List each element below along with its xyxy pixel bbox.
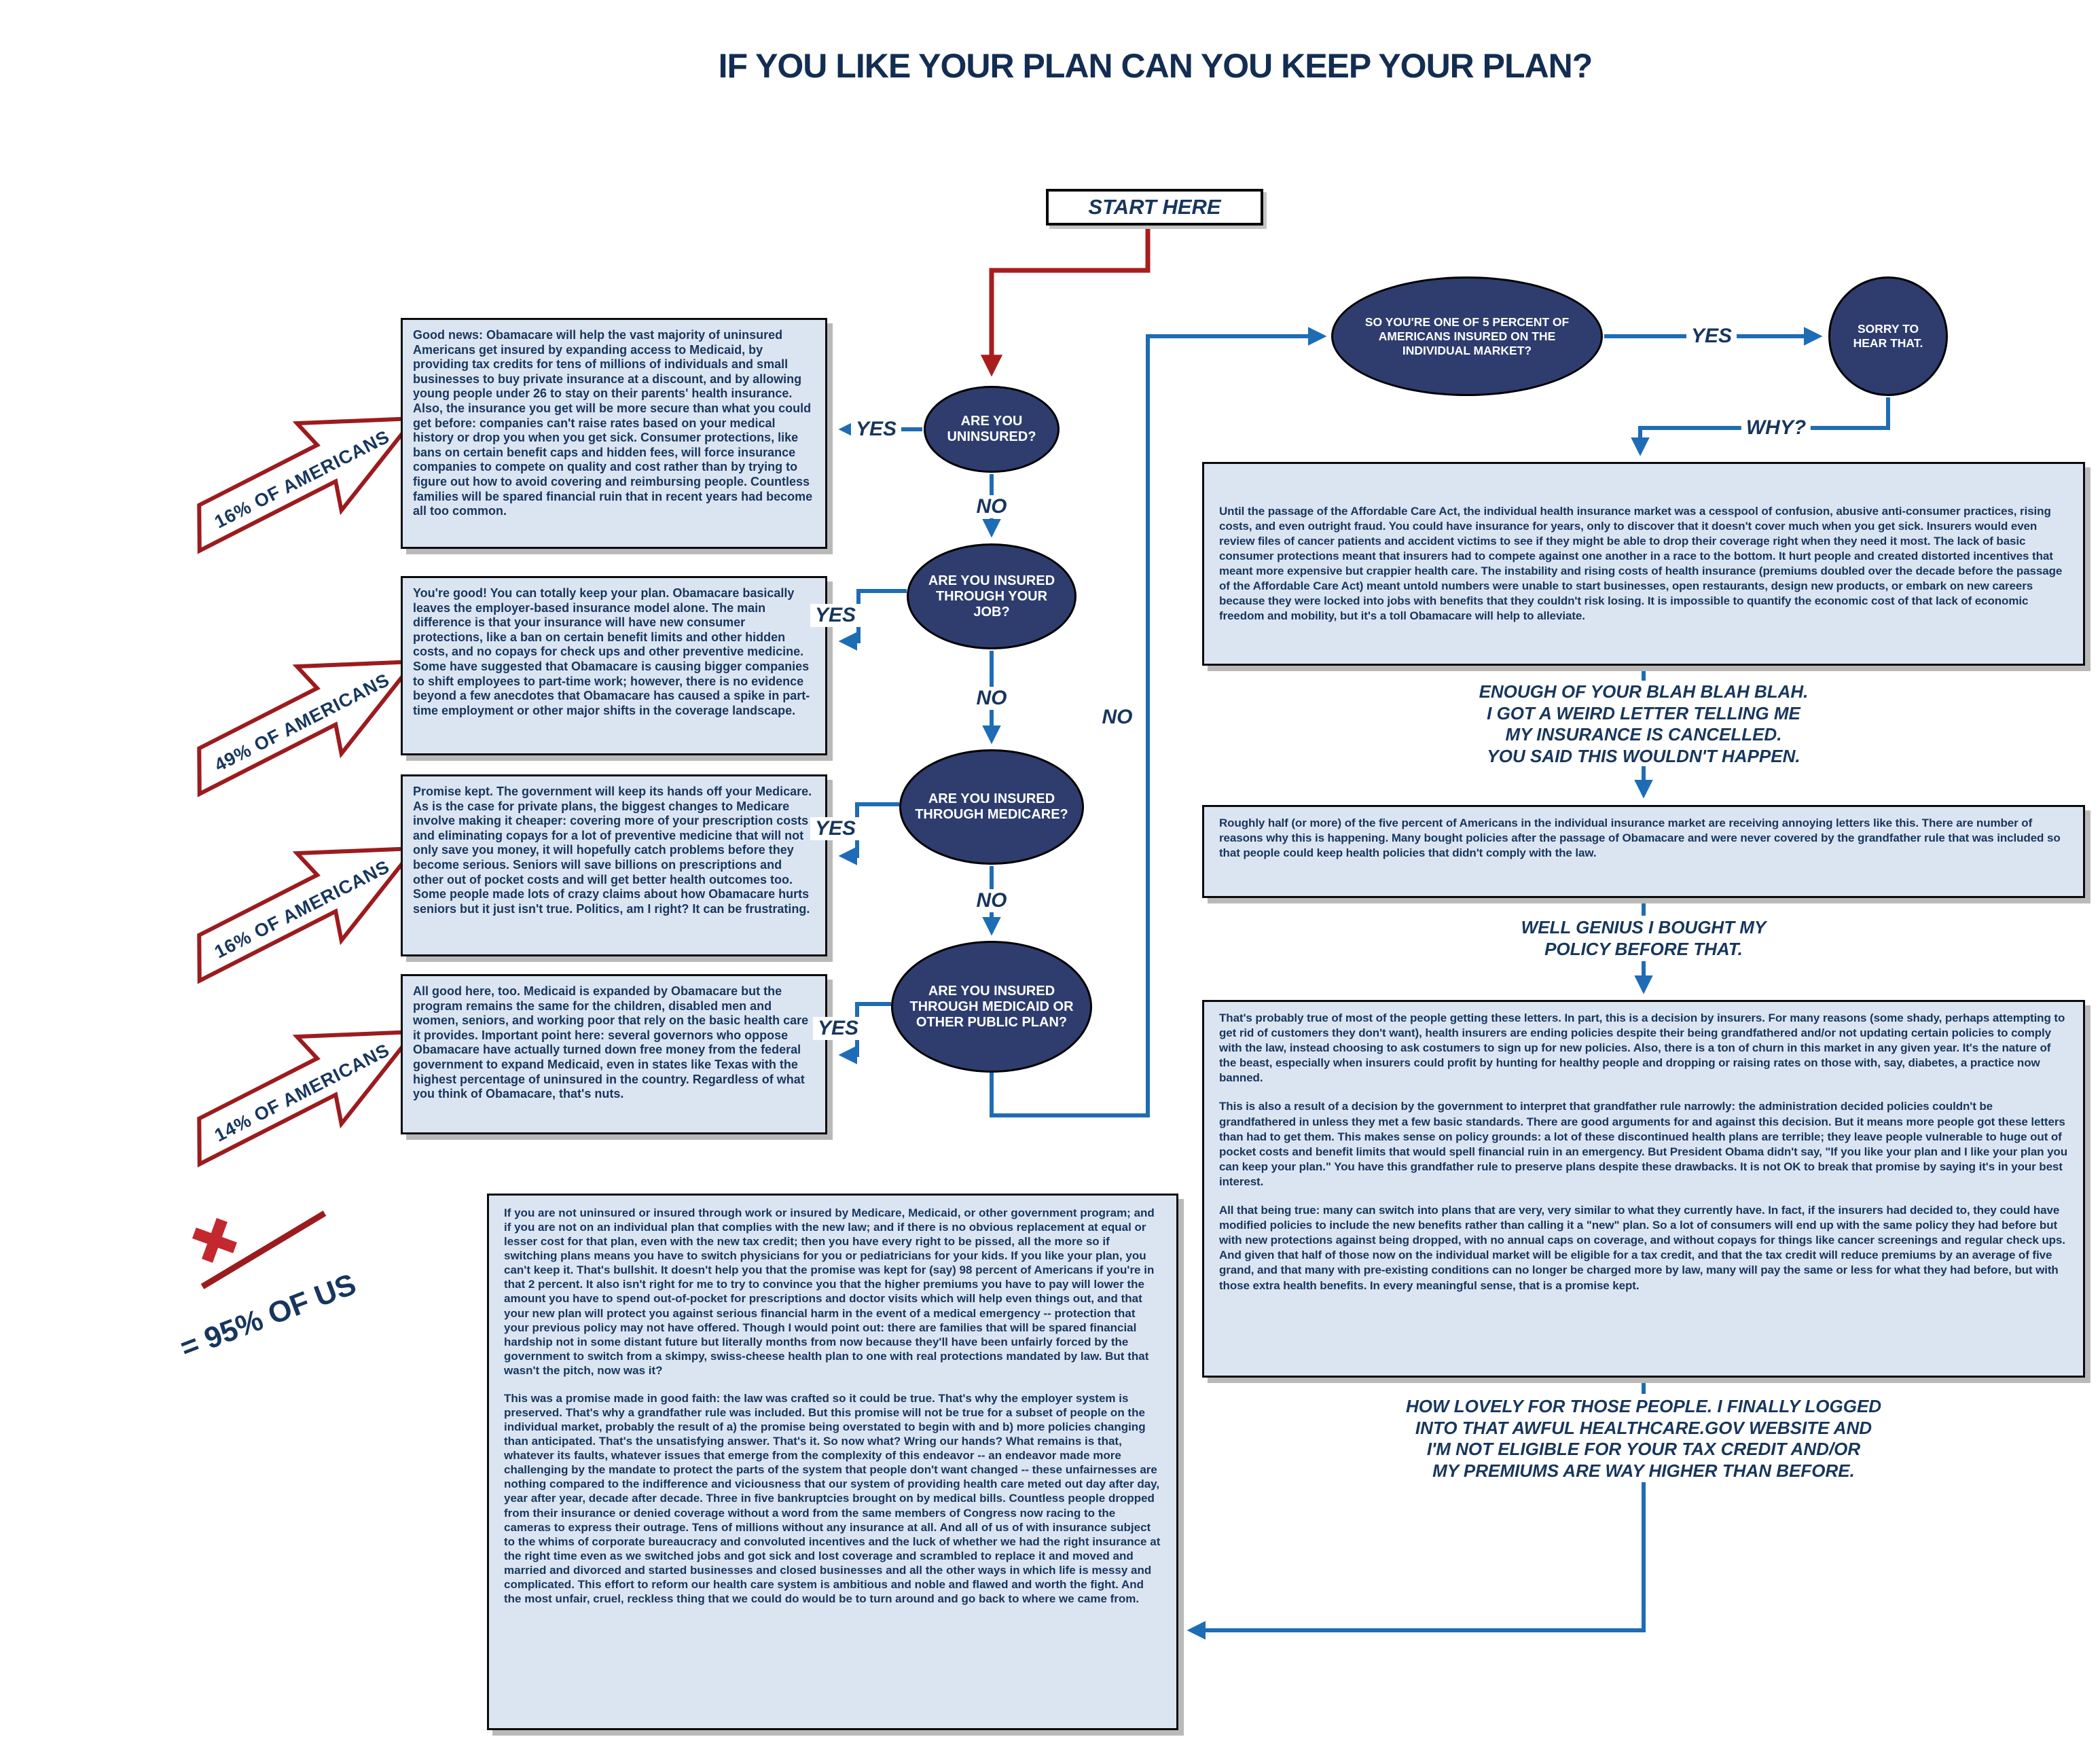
dialogue-enough-line-3: MY INSURANCE IS CANCELLED. <box>1505 724 1782 745</box>
label-yes-4: YES <box>812 1017 864 1040</box>
summary-box: If you are not uninsured or insured thro… <box>487 1194 1178 1730</box>
percent-arrow-3-shape <box>197 846 419 984</box>
dialogue-lovely-line-3: I'M NOT ELIGIBLE FOR YOUR TAX CREDIT AND… <box>1426 1439 1861 1460</box>
answer-box-cancellation-letters: Roughly half (or more) of the five perce… <box>1202 805 2085 898</box>
percent-arrow-4-shape <box>197 1029 419 1168</box>
start-here-box: START HERE <box>1046 189 1263 226</box>
answer-box-individual-market: Until the passage of the Affordable Care… <box>1202 462 2085 666</box>
dialogue-enough-line-1: ENOUGH OF YOUR BLAH BLAH BLAH. <box>1479 681 1809 702</box>
dialogue-enough: ENOUGH OF YOUR BLAH BLAH BLAH. I GOT A W… <box>1290 681 1997 768</box>
blue-connectors <box>838 327 1890 1640</box>
summary-paragraph-2: This was a promise made in good faith: t… <box>504 1391 1161 1606</box>
dialogue-well-genius: WELL GENIUS I BOUGHT MY POLICY BEFORE TH… <box>1290 917 1997 960</box>
grandfather-paragraph-3: All that being true: many can switch int… <box>1219 1204 2065 1292</box>
dialogue-genius-line-2: POLICY BEFORE THAT. <box>1544 938 1743 959</box>
label-no-2: NO <box>971 687 1012 710</box>
label-why: WHY? <box>1741 416 1811 440</box>
oval-individual-market: SO YOU'RE ONE OF 5 PERCENT OF AMERICANS … <box>1331 276 1603 396</box>
oval-uninsured: ARE YOU UNINSURED? <box>924 386 1060 473</box>
label-no-3: NO <box>971 889 1012 912</box>
grandfather-paragraph-2: This is also a result of a decision by t… <box>1219 1100 2067 1188</box>
summary-paragraph-1: If you are not uninsured or insured thro… <box>504 1206 1155 1377</box>
answer-box-medicaid: All good here, too. Medicaid is expanded… <box>401 974 827 1134</box>
answer-box-medicare: Promise kept. The government will keep i… <box>401 774 827 956</box>
label-no-1: NO <box>971 495 1012 518</box>
oval-medicare-label: ARE YOU INSURED THROUGH MEDICARE? <box>915 791 1068 822</box>
dialogue-genius-line-1: WELL GENIUS I BOUGHT MY <box>1521 917 1767 937</box>
dialogue-enough-line-4: YOU SAID THIS WOULDN'T HAPPEN. <box>1487 746 1800 767</box>
label-yes-5: YES <box>1686 325 1737 348</box>
oval-medicare: ARE YOU INSURED THROUGH MEDICARE? <box>899 749 1084 865</box>
lovely-to-bottom-connector <box>1187 1482 1646 1640</box>
dialogue-enough-line-2: I GOT A WEIRD LETTER TELLING ME <box>1487 702 1800 723</box>
label-yes-1: YES <box>850 418 902 441</box>
dialogue-lovely-line-1: HOW LOVELY FOR THOSE PEOPLE. I FINALLY L… <box>1405 1396 1882 1416</box>
start-connector <box>980 226 1151 377</box>
plus-icon <box>192 1218 237 1263</box>
individual-market-text: Until the passage of the Affordable Care… <box>1219 504 2063 623</box>
label-yes-3: YES <box>810 817 861 840</box>
answer-box-uninsured: Good news: Obamacare will help the vast … <box>401 318 827 549</box>
label-no-4: NO <box>1097 706 1138 729</box>
label-yes-2: YES <box>810 604 861 627</box>
dialogue-how-lovely: HOW LOVELY FOR THOSE PEOPLE. I FINALLY L… <box>1290 1396 1997 1482</box>
oval-sorry-label: SORRY TO HEAR THAT. <box>1853 322 1923 350</box>
start-here-label: START HERE <box>1088 195 1221 219</box>
grandfather-paragraph-1: That's probably true of most of the peop… <box>1219 1011 2065 1085</box>
percent-arrow-shapes <box>197 416 419 1168</box>
q4-no-connector <box>990 327 1327 1117</box>
oval-job: ARE YOU INSURED THROUGH YOUR JOB? <box>907 543 1076 649</box>
percent-arrow-1-shape <box>197 416 419 554</box>
oval-job-label: ARE YOU INSURED THROUGH YOUR JOB? <box>928 573 1055 620</box>
oval-uninsured-label: ARE YOU UNINSURED? <box>947 414 1036 444</box>
page-title: IF YOU LIKE YOUR PLAN CAN YOU KEEP YOUR … <box>718 47 1593 85</box>
sum-line <box>200 1211 327 1289</box>
oval-medicaid: ARE YOU INSURED THROUGH MEDICAID OR OTHE… <box>891 941 1092 1073</box>
oval-medicaid-label: ARE YOU INSURED THROUGH MEDICAID OR OTHE… <box>909 983 1074 1030</box>
oval-individual-market-label: SO YOU'RE ONE OF 5 PERCENT OF AMERICANS … <box>1364 315 1570 357</box>
oval-sorry: SORRY TO HEAR THAT. <box>1828 276 1948 396</box>
answer-box-grandfather: That's probably true of most of the peop… <box>1202 1000 2085 1378</box>
percent-arrow-2-shape <box>197 659 419 797</box>
dialogue-lovely-line-2: INTO THAT AWFUL HEALTHCARE.GOV WEBSITE A… <box>1415 1417 1872 1438</box>
answer-box-job: You're good! You can totally keep your p… <box>401 576 827 755</box>
dialogue-lovely-line-4: MY PREMIUMS ARE WAY HIGHER THAN BEFORE. <box>1432 1460 1855 1482</box>
